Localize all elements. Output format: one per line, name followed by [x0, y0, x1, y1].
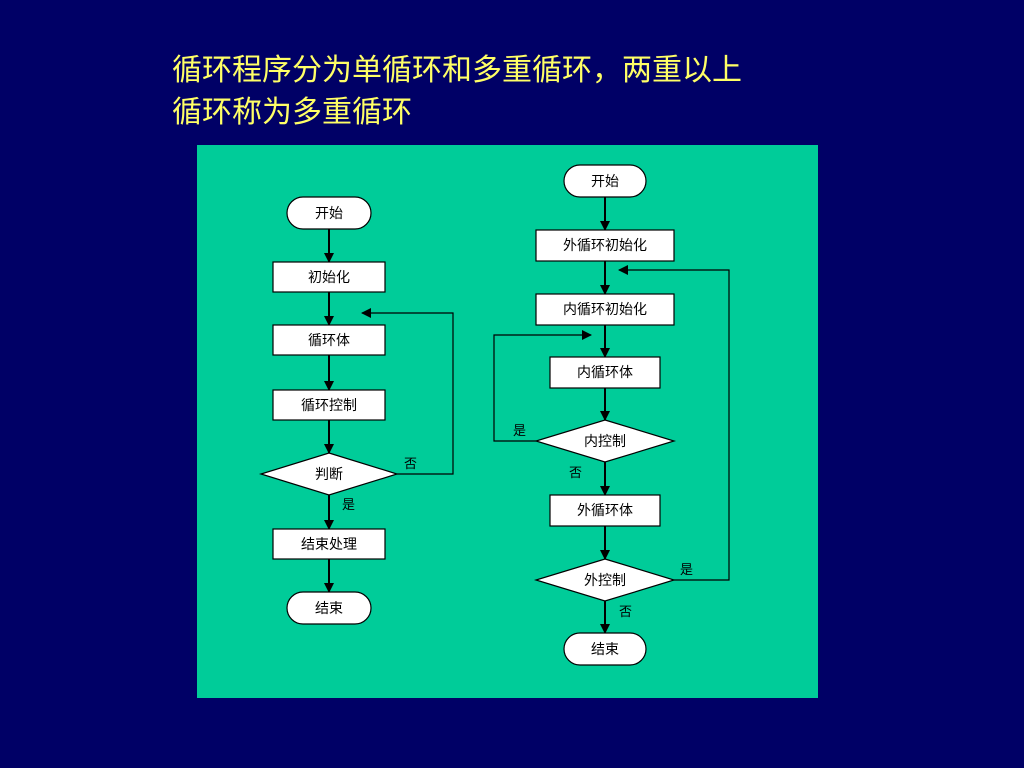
single-control-node — [272, 389, 386, 421]
single-end-label: 结束 — [315, 601, 343, 617]
flowchart-panel: 开始 初始化 循环体 循环控制 判断 否 是 — [197, 145, 818, 698]
slide-heading: 循环程序分为单循环和多重循环，两重以上 循环称为多重循环 — [172, 50, 852, 134]
heading-line-1: 循环程序分为单循环和多重循环，两重以上 — [172, 53, 742, 88]
single-yes-label: 是 — [342, 498, 355, 513]
heading-line-2: 循环称为多重循环 — [172, 95, 412, 130]
nested-inner-body-label: 内循环体 — [577, 365, 633, 381]
flowchart-canvas: 开始 初始化 循环体 循环控制 判断 否 是 — [258, 164, 730, 666]
nested-inner-init-node — [535, 293, 675, 326]
nested-start-label: 开始 — [591, 174, 619, 190]
nested-outer-body-label: 外循环体 — [577, 503, 633, 519]
single-control-label: 循环控制 — [301, 398, 357, 414]
single-init-label: 初始化 — [308, 269, 350, 286]
nested-inner-no-label: 否 — [569, 466, 582, 481]
nested-outer-control-label: 外控制 — [584, 573, 626, 589]
nested-outer-no-label: 否 — [619, 605, 632, 620]
nested-outer-yes-label: 是 — [680, 563, 693, 578]
nested-inner-yes-label: 是 — [513, 424, 526, 439]
nested-loop-flowchart: 开始 外循环初始化 内循环初始化 内循环体 内控制 是 否 — [493, 164, 730, 666]
single-no-label: 否 — [404, 457, 417, 472]
nested-end-node — [563, 632, 647, 666]
single-loop-flowchart: 开始 初始化 循环体 循环控制 判断 否 是 — [258, 196, 454, 625]
single-start-label: 开始 — [315, 206, 343, 222]
single-finish-process-label: 结束处理 — [301, 537, 357, 553]
single-decision-label: 判断 — [315, 467, 343, 483]
nested-inner-init-label: 内循环初始化 — [563, 301, 647, 318]
nested-end-label: 结束 — [591, 642, 619, 658]
nested-outer-init-label: 外循环初始化 — [563, 237, 647, 254]
nested-edge-inner-yes-loop — [493, 330, 592, 442]
single-end-node — [286, 591, 372, 625]
nested-outer-body-node — [549, 494, 661, 527]
single-edge-decision-no-loop — [361, 308, 454, 475]
single-body-label: 循环体 — [308, 333, 350, 349]
nested-inner-body-node — [549, 356, 661, 389]
nested-inner-control-label: 内控制 — [584, 434, 626, 450]
nested-edge-outer-yes-loop — [618, 265, 730, 581]
nested-outer-init-node — [535, 229, 675, 262]
single-init-node — [272, 261, 386, 293]
